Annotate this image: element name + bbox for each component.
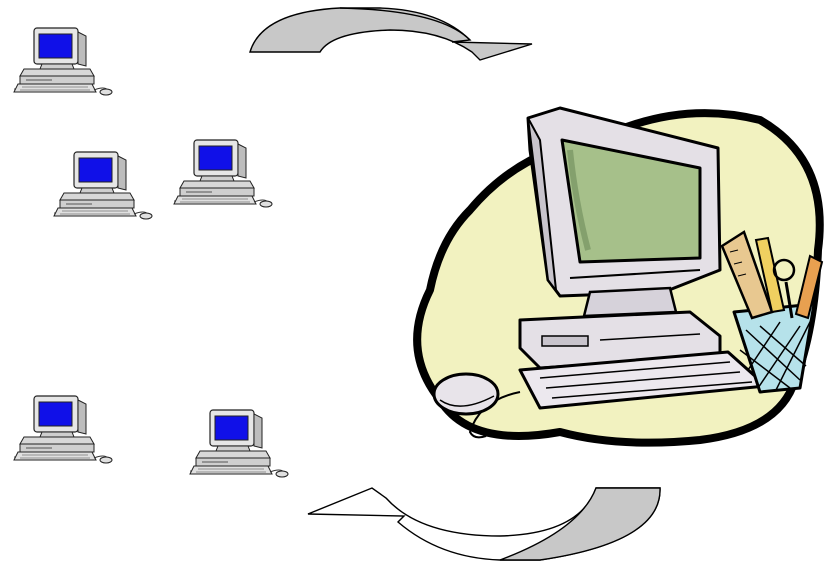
client-computer-icon (14, 396, 112, 463)
bottom-curved-arrow-icon (308, 488, 660, 560)
server-workstation-icon (417, 108, 822, 443)
client-computer-icon (190, 410, 288, 477)
client-computer-icon (54, 152, 152, 219)
client-computer-icon (14, 28, 112, 95)
top-curved-arrow-icon (250, 8, 532, 60)
client-computer-icon (174, 140, 272, 207)
